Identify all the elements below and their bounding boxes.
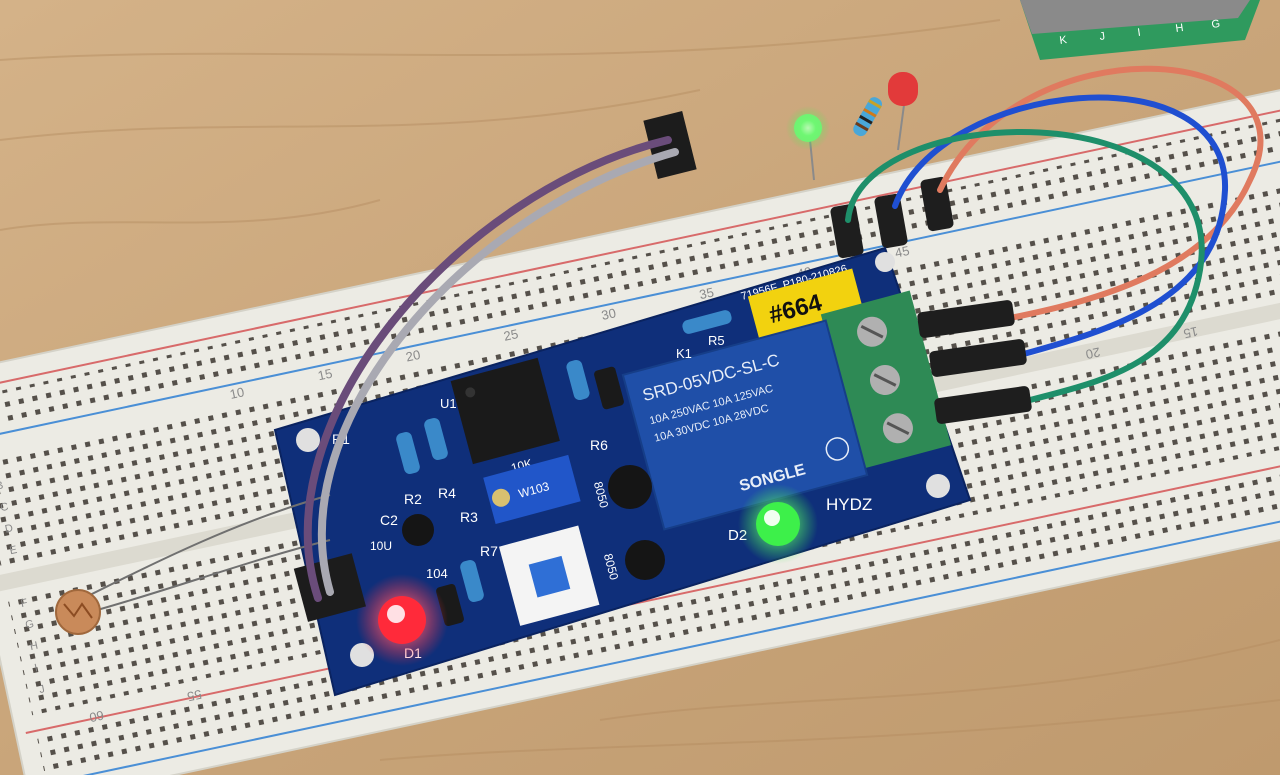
bb-number: 45 xyxy=(894,243,911,261)
bb-row-letter: C xyxy=(0,501,10,514)
label-c2-value: 10U xyxy=(370,539,392,553)
label-r2: R2 xyxy=(404,491,422,507)
plug-top xyxy=(643,111,697,179)
wire-blue xyxy=(892,94,1229,358)
label-c2: C2 xyxy=(380,512,398,528)
wire-purple xyxy=(303,136,672,602)
header-board: K J I H G xyxy=(1020,0,1260,60)
transistor-1: 8050 xyxy=(591,465,652,510)
jumper-wires xyxy=(303,65,1264,602)
capacitor-c2 xyxy=(402,514,434,546)
header-pin-letter: G xyxy=(1211,18,1221,31)
bb-row-letter: B xyxy=(0,479,4,492)
bb-number: 55 xyxy=(186,687,203,705)
bb-number: 60 xyxy=(88,708,105,726)
sticker xyxy=(747,268,865,341)
label-r6: R6 xyxy=(590,437,608,453)
resistors xyxy=(396,310,732,627)
push-button xyxy=(499,525,600,626)
bb-number: 25 xyxy=(502,326,519,344)
transistor-2: 8050 xyxy=(601,540,665,582)
bb-row-letter: F xyxy=(20,597,29,610)
transistor-1-label: 8050 xyxy=(591,480,612,510)
label-k1: K1 xyxy=(676,346,692,361)
breadboard-leds xyxy=(786,72,918,181)
bb-row-letter: G xyxy=(24,618,35,632)
header-pin-letter: J xyxy=(1099,30,1106,43)
label-r4: R4 xyxy=(438,485,456,501)
red-led-small xyxy=(888,72,918,106)
relay: SRD-05VDC-SL-C 10A 250VAC 10A 125VAC 10A… xyxy=(621,319,869,531)
label-104: 104 xyxy=(426,566,448,581)
bb-number: 15 xyxy=(1182,324,1199,342)
bb-row-letter: J xyxy=(38,683,46,696)
wire-green xyxy=(845,129,1205,403)
wire-gray xyxy=(317,148,679,596)
brand-hydz: HYDZ xyxy=(826,495,872,514)
bb-number: 20 xyxy=(404,347,421,365)
jumper-plugs-right xyxy=(917,300,1032,424)
bb-row-letter: I xyxy=(33,662,38,674)
photoresistor xyxy=(55,494,331,635)
bb-number: 10 xyxy=(228,384,245,402)
bb-number: 15 xyxy=(316,366,333,384)
bb-number: 20 xyxy=(1084,344,1101,362)
header-pin-letter: K xyxy=(1059,34,1069,47)
jumper-plugs-top xyxy=(830,176,954,259)
header-pin-letter: I xyxy=(1137,27,1142,39)
bb-row-letter: H xyxy=(29,640,39,653)
label-r7: R7 xyxy=(480,543,498,559)
bb-row-letter: E xyxy=(8,544,18,557)
potentiometer: W103 xyxy=(483,454,581,525)
header-pin-letter: H xyxy=(1175,22,1185,35)
bb-number: 35 xyxy=(698,285,715,303)
wire-orange xyxy=(937,65,1264,321)
label-r5: R5 xyxy=(708,333,725,348)
led-d2 xyxy=(756,502,800,546)
resistor-small xyxy=(853,97,882,137)
label-r3: R3 xyxy=(460,509,478,525)
label-u1: U1 xyxy=(440,396,457,411)
bb-number: 30 xyxy=(600,305,617,323)
transistor-2-label: 8050 xyxy=(601,552,622,582)
bb-row-letter: D xyxy=(4,522,14,535)
